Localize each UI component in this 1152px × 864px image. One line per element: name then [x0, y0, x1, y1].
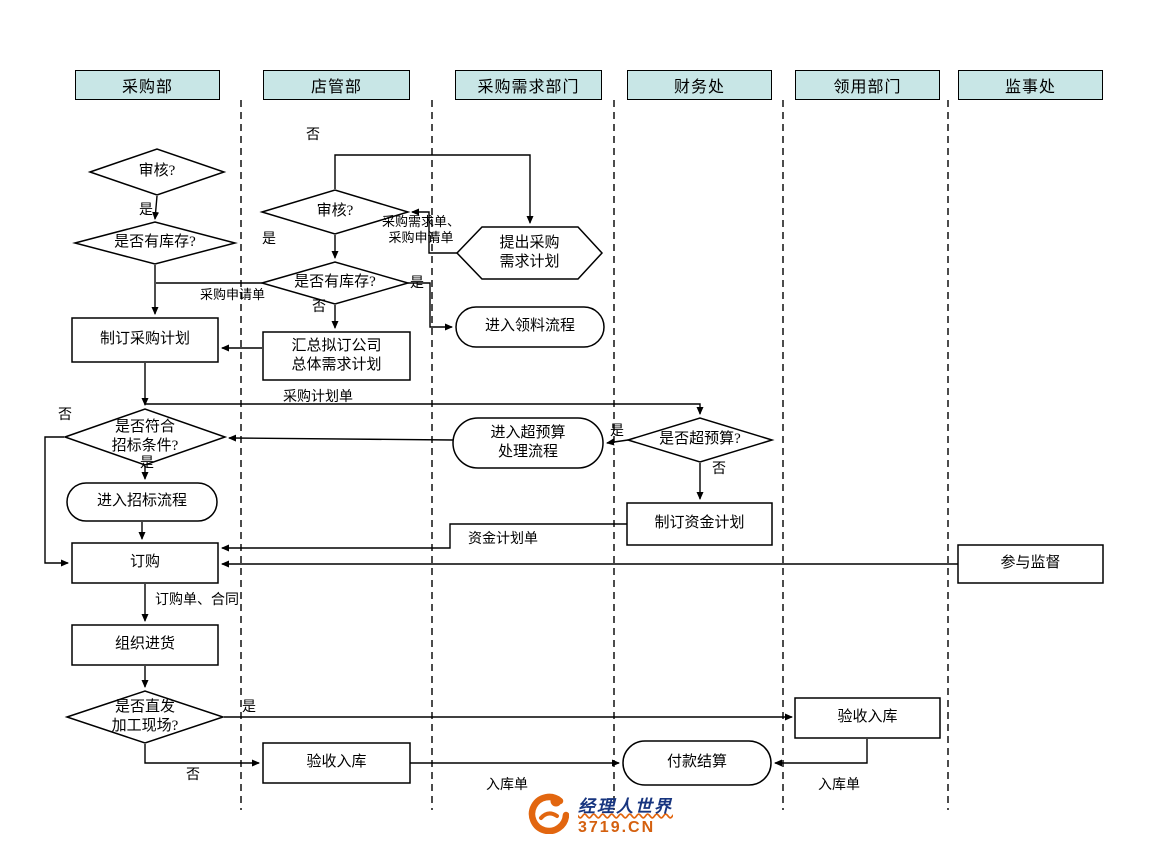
edge-propose-to-review2 — [411, 208, 457, 254]
node-bid-flow-shape — [66, 482, 218, 522]
edge-receive-dept-to-payment — [774, 739, 868, 767]
edge-label-request-docs-line1: 采购需求单、 — [381, 214, 460, 229]
node-supervise-shape — [957, 544, 1104, 584]
edge-label-yes-stock2: 是 — [410, 276, 424, 291]
edge-overbudget-yes-to-flow — [606, 438, 629, 446]
node-stock2-shape — [259, 261, 411, 305]
logo-title: 经理人世界 — [578, 797, 673, 816]
edge-fund-to-order — [221, 523, 627, 552]
edge-overbudget-flow-to-bid-cond — [228, 434, 454, 442]
edge-label-yes-review1: 是 — [139, 203, 153, 218]
node-direct-cond-shape — [64, 690, 226, 744]
edge-label-yes-bid: 是 — [140, 456, 154, 471]
edge-label-no-overbudget: 否 — [712, 462, 726, 477]
edge-label-request-docs: 采购需求单、 采购申请单 — [378, 214, 464, 247]
logo: 经理人世界 3719.CN — [527, 792, 673, 837]
lane-header-store-management: 店管部 — [263, 70, 410, 100]
logo-icon — [528, 793, 569, 834]
logo-site: 3719.CN — [578, 819, 656, 836]
node-bid-cond-shape — [62, 408, 228, 466]
edge-review2-no-to-propose — [334, 154, 534, 224]
edge-make-plan-to-overbudget-cond — [145, 403, 704, 415]
node-organize-shape — [71, 624, 219, 666]
node-receive-store-shape — [262, 742, 411, 784]
lane-header-finance: 财务处 — [627, 70, 772, 100]
lane-header-requisition-dept: 领用部门 — [795, 70, 940, 100]
edge-label-yes-overbudget: 是 — [610, 424, 624, 439]
edge-label-no-direct: 否 — [186, 768, 200, 783]
edge-label-yes-review2: 是 — [262, 232, 276, 247]
node-payment-shape — [622, 740, 772, 786]
node-material-flow-shape — [455, 306, 605, 348]
node-fund-plan-shape — [626, 502, 773, 546]
edge-label-order-contract: 订购单、合同 — [155, 593, 239, 608]
logo-text: 经理人世界 3719.CN — [578, 792, 673, 837]
edge-label-receipt-dept: 入库单 — [818, 778, 860, 793]
node-order-shape — [71, 542, 219, 584]
lane-header-procurement: 采购部 — [75, 70, 220, 100]
edge-label-yes-direct: 是 — [242, 700, 256, 715]
edge-stock2-yes-to-material — [408, 282, 453, 331]
node-make-plan-shape — [71, 317, 219, 363]
node-review1-shape — [87, 148, 227, 196]
edge-review1-to-stock1 — [152, 195, 160, 220]
edge-direct-no-to-receive-store — [144, 744, 260, 767]
node-summarize-shape — [262, 331, 411, 381]
edge-label-receipt-store: 入库单 — [486, 778, 528, 793]
edge-label-no-top: 否 — [306, 128, 320, 143]
edge-label-no-bid: 否 — [58, 408, 72, 423]
node-propose-shape — [455, 226, 604, 280]
edge-bid-cond-no-to-order — [44, 436, 69, 567]
node-overbudget-flow-shape — [452, 417, 604, 469]
node-overbudget-cond-shape — [625, 417, 775, 463]
lane-header-supervision: 监事处 — [958, 70, 1103, 100]
edge-label-no-stock2: 否 — [312, 300, 326, 315]
node-receive-dept-shape — [794, 697, 941, 739]
node-stock1-shape — [72, 221, 238, 265]
edge-label-fund-plan-doc: 资金计划单 — [468, 532, 538, 547]
edge-label-request-docs-line2: 采购申请单 — [388, 230, 454, 246]
lane-header-demand-dept: 采购需求部门 — [455, 70, 602, 100]
edge-label-purchase-request: 采购申请单 — [200, 287, 266, 302]
node-review2-shape — [259, 189, 411, 235]
edge-label-purchase-plan: 采购计划单 — [283, 390, 353, 405]
